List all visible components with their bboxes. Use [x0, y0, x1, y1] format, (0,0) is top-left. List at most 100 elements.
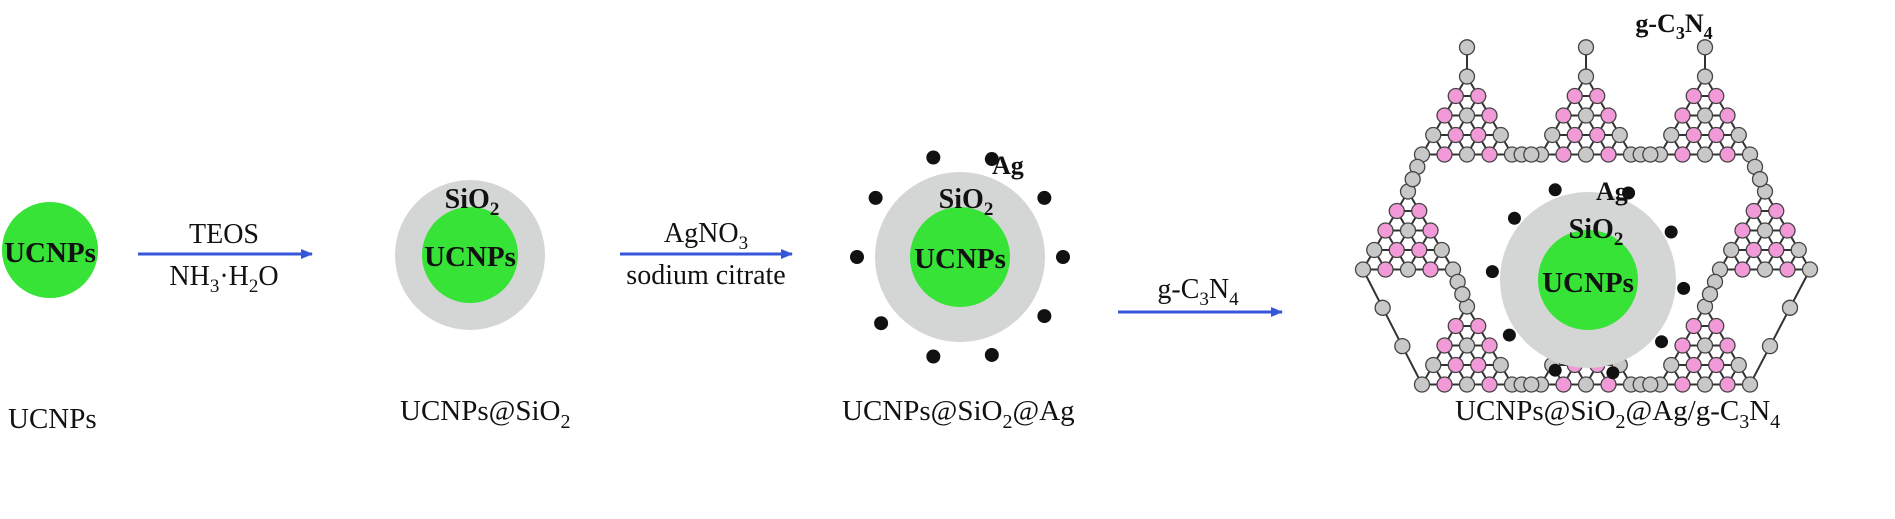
- carbon-atom: [1399, 222, 1417, 239]
- carbon-atom: [1696, 376, 1714, 393]
- ag-particle: [1606, 366, 1620, 380]
- carbon-atom: [1761, 338, 1779, 355]
- carbon-atom: [1642, 376, 1659, 393]
- nitrogen-atom: [1685, 356, 1702, 374]
- nitrogen-atom: [1685, 87, 1702, 105]
- carbon-atom: [1394, 338, 1411, 355]
- carbon-atom: [1611, 126, 1628, 144]
- ucnp-core: [1538, 230, 1638, 330]
- carbon-atom: [1756, 261, 1774, 278]
- nitrogen-atom: [1708, 356, 1725, 374]
- ag-particle: [1507, 211, 1521, 225]
- ag-particle: [1622, 186, 1636, 200]
- nitrogen-atom: [1481, 146, 1498, 163]
- nitrogen-atom: [1674, 376, 1691, 393]
- nitrogen-atom: [1388, 202, 1405, 220]
- ag-particle: [1037, 309, 1052, 324]
- carbon-atom: [1663, 356, 1680, 374]
- ucnp-core: [2, 202, 98, 298]
- nitrogen-atom: [1589, 126, 1606, 144]
- carbon-atom: [1492, 356, 1509, 374]
- nitrogen-atom: [1719, 146, 1736, 163]
- ag-particle: [984, 152, 999, 167]
- stage-caption: UCNPs@SiO2: [400, 395, 570, 433]
- carbon-atom: [1523, 376, 1540, 393]
- ag-particle: [1037, 190, 1052, 205]
- carbon-atom: [1458, 337, 1476, 354]
- carbon-atom: [1425, 356, 1442, 374]
- ag-particle: [1485, 265, 1499, 279]
- nitrogen-atom: [1555, 146, 1572, 163]
- reagent-top: g-C3N4: [1157, 274, 1239, 310]
- carbon-atom: [1741, 376, 1759, 393]
- ag-particle: [926, 150, 941, 165]
- nitrogen-atom: [1734, 261, 1751, 278]
- carbon-atom: [1413, 376, 1431, 393]
- nitrogen-atom: [1447, 126, 1464, 144]
- reagent-top: AgNO3: [664, 218, 748, 254]
- ag-particle: [1548, 363, 1562, 377]
- nitrogen-atom: [1436, 376, 1453, 393]
- stage-ucnps-sio2-ag-gc3n4: g-C3N4 Ag SiO2 UCNPs UCNPs@SiO2@Ag/g-C3N…: [1455, 9, 1780, 433]
- nitrogen-atom: [1719, 376, 1736, 393]
- carbon-atom: [1696, 68, 1714, 85]
- ucnp-core: [910, 207, 1010, 307]
- nitrogen-atom: [1734, 222, 1751, 239]
- carbon-atom: [1433, 241, 1450, 259]
- nitrogen-atom: [1685, 126, 1702, 144]
- nitrogen-atom: [1779, 261, 1796, 278]
- nitrogen-atom: [1768, 241, 1785, 259]
- carbon-atom: [1756, 222, 1774, 239]
- carbon-atom: [1696, 337, 1714, 354]
- stage-ucnps-sio2: SiO2 UCNPs UCNPs@SiO2: [395, 180, 570, 433]
- carbon-atom: [1696, 146, 1714, 163]
- nitrogen-atom: [1779, 222, 1796, 239]
- nitrogen-atom: [1674, 146, 1691, 163]
- stage-caption: UCNPs@SiO2@Ag/g-C3N4: [1455, 395, 1780, 433]
- nitrogen-atom: [1600, 376, 1617, 393]
- nitrogen-atom: [1470, 356, 1487, 374]
- carbon-atom: [1751, 171, 1769, 188]
- ag-particle: [1548, 183, 1562, 197]
- carbon-atom: [1577, 39, 1595, 56]
- ag-particle: [874, 316, 889, 331]
- carbon-atom: [1458, 146, 1476, 163]
- reagent-top: TEOS: [189, 219, 259, 250]
- carbon-atom: [1544, 126, 1561, 144]
- nitrogen-atom: [1481, 107, 1498, 124]
- nitrogen-atom: [1600, 146, 1617, 163]
- carbon-atom: [1663, 126, 1680, 144]
- stage-caption: UCNPs@SiO2@Ag: [842, 395, 1075, 433]
- carbon-atom: [1701, 286, 1719, 303]
- core-label: UCNPs: [424, 241, 516, 273]
- nitrogen-atom: [1436, 107, 1453, 124]
- nitrogen-atom: [1436, 146, 1453, 163]
- carbon-atom: [1523, 146, 1540, 163]
- nitrogen-atom: [1745, 241, 1762, 259]
- stage-ucnps-sio2-ag: Ag SiO2 UCNPs UCNPs@SiO2@Ag: [842, 150, 1075, 433]
- carbon-atom: [1577, 68, 1595, 85]
- nitrogen-atom: [1481, 337, 1498, 354]
- network-label: g-C3N4: [1635, 9, 1712, 43]
- carbon-atom: [1642, 146, 1659, 163]
- carbon-atom: [1366, 241, 1383, 259]
- shell-label: SiO2: [939, 184, 994, 220]
- reaction-arrow-2: AgNO3 sodium citrate: [620, 218, 793, 291]
- carbon-atom: [1404, 171, 1421, 188]
- nitrogen-atom: [1555, 107, 1572, 124]
- reaction-arrow-1: TEOS NH3·H2O: [138, 219, 313, 297]
- nitrogen-atom: [1447, 356, 1464, 374]
- nitrogen-atom: [1422, 261, 1439, 278]
- ag-particle: [868, 190, 883, 205]
- nitrogen-atom: [1470, 87, 1487, 105]
- nitrogen-atom: [1411, 202, 1428, 220]
- nitrogen-atom: [1436, 337, 1453, 354]
- carbon-atom: [1577, 376, 1595, 393]
- nitrogen-atom: [1555, 376, 1572, 393]
- carbon-atom: [1492, 126, 1509, 144]
- ag-particle: [1502, 328, 1516, 342]
- nitrogen-atom: [1422, 222, 1439, 239]
- nitrogen-atom: [1377, 261, 1394, 278]
- nitrogen-atom: [1768, 202, 1785, 220]
